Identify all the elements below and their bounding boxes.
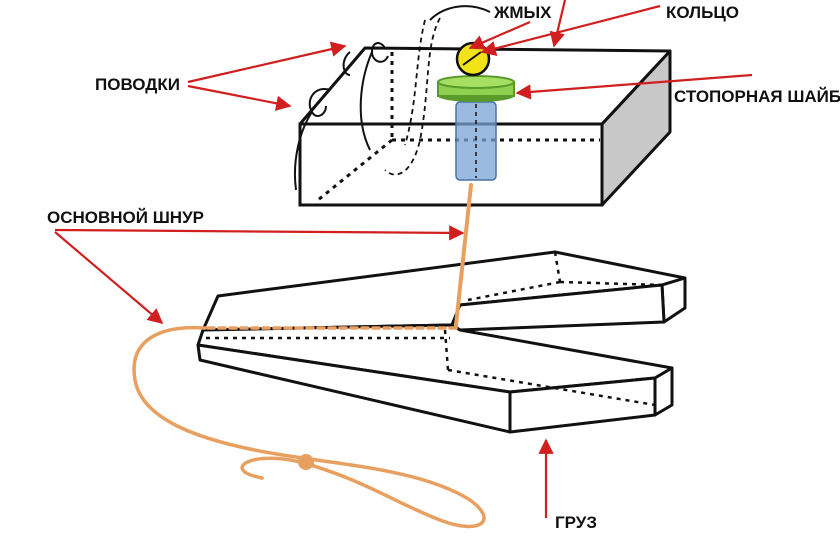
ring-crossbar [462,51,482,66]
arrow-block [549,0,567,48]
cord-vertical [454,183,473,327]
label-main-line: ОСНОВНОЙ ШНУР [47,208,204,227]
feeding-tube [455,101,497,181]
arrow-main-line-bottom [54,231,164,324]
cord-knot [298,454,314,470]
arrow-cake [468,20,531,50]
weight-hidden-edges [206,251,663,407]
arrow-leaders-top [187,41,347,84]
label-stop-washer: СТОПОРНАЯ ШАЙБА [674,87,840,106]
arrow-ring [480,4,661,56]
weight-upper-end [660,276,687,324]
arrow-main-line-top [54,225,465,241]
block-front-face [298,122,604,207]
leaders-hooks [293,5,491,191]
label-weight: ГРУЗ [555,513,597,532]
weight-block [196,250,687,434]
weight-lower-end [653,366,674,417]
label-cake: ЖМЫХ [493,3,552,22]
stop-washer [437,75,515,102]
block-hidden-edges [317,52,600,202]
main-line-cord [132,183,486,529]
arrow-stop-washer [515,73,753,100]
label-ring: КОЛЬЦО [666,3,739,22]
arrow-leaders-bottom [187,84,292,111]
annotation-arrows [54,0,753,518]
cake-outline [384,17,441,176]
washer-top [437,75,515,89]
label-leaders: ПОВОДКИ [95,75,180,94]
